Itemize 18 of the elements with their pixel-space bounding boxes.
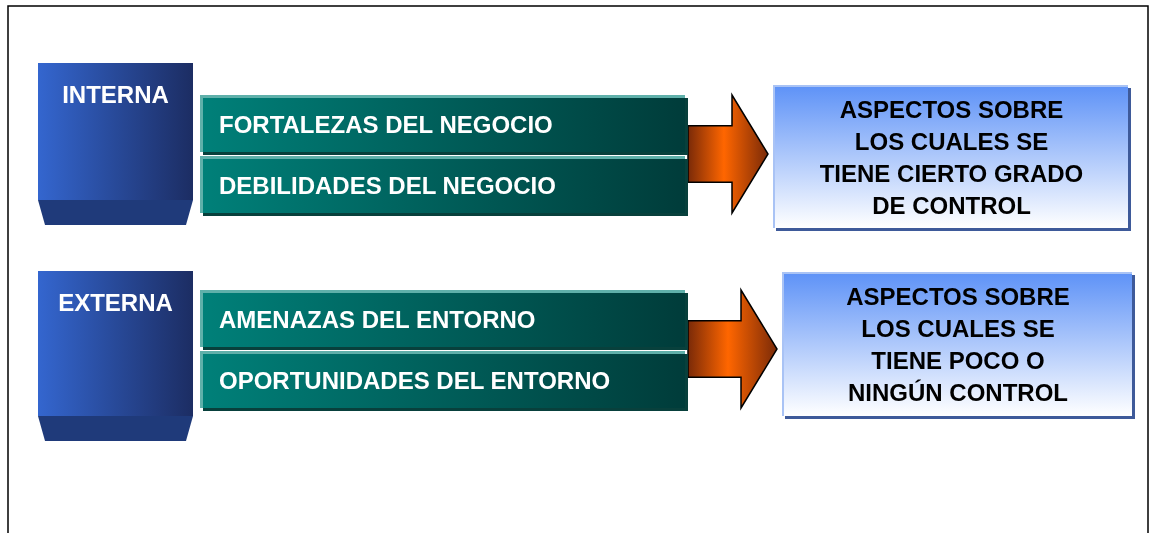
factor-bar <box>200 95 685 152</box>
label-text: EXTERNA <box>57 289 174 317</box>
factor-bar <box>200 351 685 408</box>
label-text: DEBILIDADES DEL NEGOCIO <box>219 172 556 200</box>
label-text: ASPECTOS SOBRE LOS CUALES SE TIENE CIERTO GRADO DE CONTROL <box>818 94 1085 221</box>
factor-bar <box>200 290 685 347</box>
result-box <box>773 85 1128 228</box>
block-arrow <box>687 287 778 411</box>
label-text: OPORTUNIDADES DEL ENTORNO <box>219 367 611 395</box>
block-arrow <box>687 92 769 216</box>
label-text: AMENAZAS DEL ENTORNO <box>219 306 536 334</box>
label-text: FORTALEZAS DEL NEGOCIO <box>219 111 553 139</box>
factor-bar <box>200 156 685 213</box>
label-text: ASPECTOS SOBRE LOS CUALES SE TIENE POCO O NINGÚN CONTROL <box>845 282 1071 408</box>
category-block <box>38 271 193 441</box>
category-block <box>38 63 193 225</box>
label-text: INTERNA <box>61 81 170 109</box>
result-box <box>782 272 1132 416</box>
